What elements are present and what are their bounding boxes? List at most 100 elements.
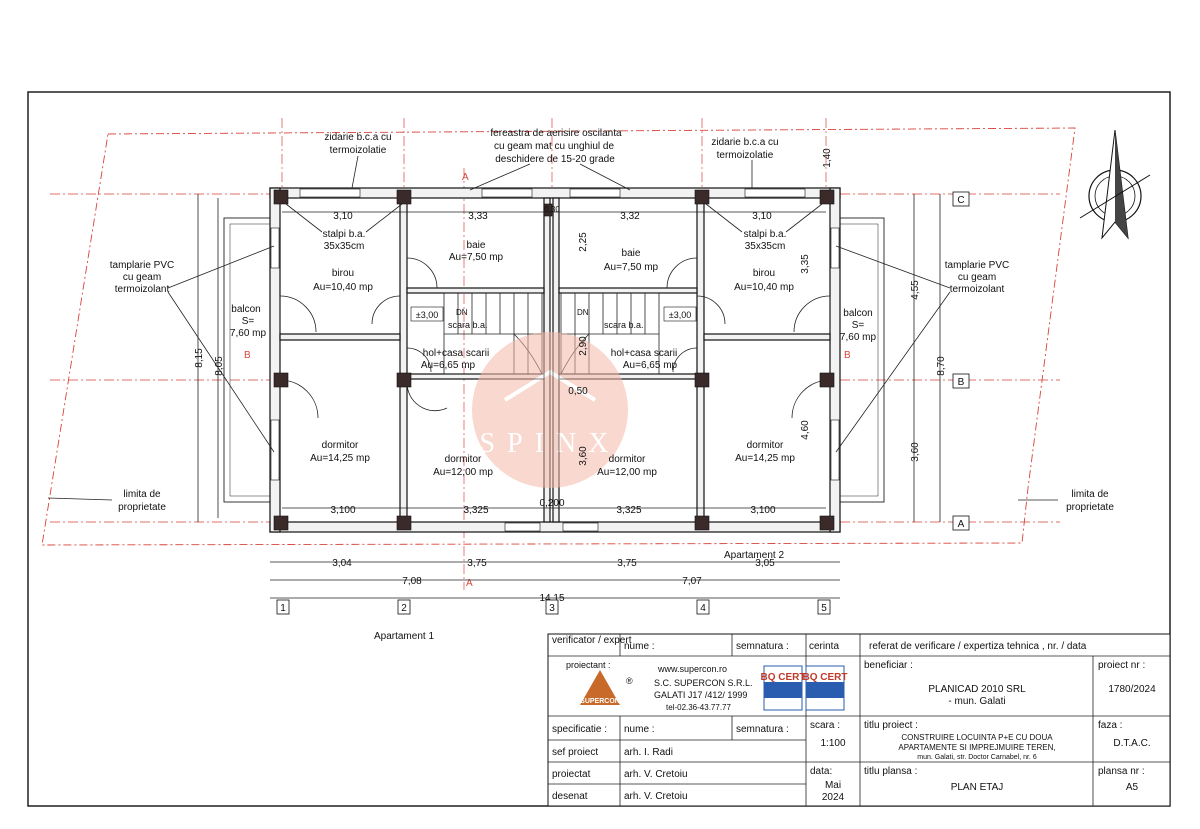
section-a-bottom: A [466,578,473,589]
tb-verificator: verificator / expert [552,635,632,646]
balcony-right-s: S= [852,320,865,331]
columns-note-left-2: 35x35cm [324,241,365,252]
axis-number-markers: 1 2 3 4 5 [276,599,831,615]
room-dormitor-cr-name: dormitor [609,454,646,465]
bq-cert-1-text: BQ CERT [761,672,806,683]
dim-left-outer: 8,15 [194,348,205,368]
registered-mark: ® [626,676,633,686]
room-hol-right-name: hol+casa scarii [611,348,677,359]
north-arrow-icon [1079,129,1151,240]
tb-nume-2: nume : [624,724,655,735]
section-a-top: A [462,172,469,183]
stair-left-label: scara b.a. [448,320,488,330]
axis-5: 5 [821,603,827,614]
axis-4: 4 [700,603,706,614]
dim-bottom-1: 3,100 [330,505,355,516]
tb-titlu-plansa-label: titlu plansa : [864,766,917,777]
tb-scara-label: scara : [810,720,840,731]
balcony-left-inner [229,223,275,497]
room-dormitor-right-name: dormitor [747,440,784,451]
dim-inner-5: 3,35 [800,254,811,274]
room-birou-left-name: birou [332,268,354,279]
axis-c: C [957,195,964,206]
dn-right: DN [577,308,589,317]
dim-bottom-4: 3,325 [616,505,641,516]
room-dormitor-right-area: Au=14,25 mp [735,453,795,464]
axis-a: A [958,519,965,530]
bq-cert-badge-1: BQ CERT [761,665,806,711]
columns-note-left-1: stalpi b.a. [323,229,366,240]
columns-note-right-2: 35x35cm [745,241,786,252]
tb-titlu-proiect-1: CONSTRUIRE LOCUINTA P+E CU DOUA [901,733,1053,742]
axis-2: 2 [401,603,407,614]
dim-bottom-3: 0,200 [539,498,564,509]
tb-beneficiar: PLANICAD 2010 SRL [928,684,1026,695]
bq-cert-2-text: BQ CERT [803,672,848,683]
tb-data-year: 2024 [822,792,845,803]
room-baie-right-name: baie [622,248,641,259]
tb-specificatie: specificatie : [552,724,607,735]
dim-inner-2: 2,90 [578,336,589,356]
limit-note-left-2: proprietate [118,502,166,513]
wall-note-left-2: termoizolatie [330,145,387,156]
section-b-right: B [844,350,851,361]
supercon-logo-icon: SUPERCON ® [580,670,633,705]
dim-right-upper: 4,55 [910,280,921,300]
tb-beneficiar-label: beneficiar : [864,660,913,671]
tb-data-label: data: [810,766,832,777]
vent-note-3: deschidere de 15-20 grade [495,154,615,165]
section-b-left: B [244,350,251,361]
pvc-note-right-1: tamplarie PVC [945,260,1009,271]
room-baie-right-area: Au=7,50 mp [604,262,659,273]
dim-right-lower: 3,60 [910,442,921,462]
tb-cerinta: cerinta [809,641,839,652]
tb-sef-proiect: sef proiect [552,747,598,758]
apartment-1-label: Apartament 1 [374,631,434,642]
room-birou-right-area: Au=10,40 mp [734,282,794,293]
dim-inner-6: 4,60 [800,420,811,440]
dim-row2-1: 7,08 [402,576,422,587]
supercon-logo-text: SUPERCON [580,698,620,705]
tb-titlu-proiect-2: APARTAMENTE SI IMPREJMUIRE TEREN, [898,743,1055,752]
dim-row1-1: 3,04 [332,558,352,569]
apartment-2-label: Apartament 2 [724,550,784,561]
property-boundary [41,127,1076,546]
wall-note-right-2: termoizolatie [717,150,774,161]
limit-note-left-1: limita de [123,489,161,500]
columns-note-right-1: stalpi b.a. [744,229,787,240]
tb-proiect-nr: 1780/2024 [1108,684,1156,695]
room-hol-left-name: hol+casa scarii [423,348,489,359]
room-hol-right-area: Au=6,65 mp [623,360,678,371]
vent-note-1: fereastra de aerisire oscilanta [490,128,622,139]
pvc-note-left-2: cu geam [123,272,161,283]
pvc-note-left-1: tamplarie PVC [110,260,174,271]
tb-company: S.C. SUPERCON S.R.L. [654,678,753,688]
pvc-note-left-3: termoizolant [115,284,170,295]
axis-3: 3 [549,603,555,614]
tb-titlu-proiect-label: titlu proiect : [864,720,918,731]
dim-top-5: 3,10 [752,211,772,222]
dim-total: 14,15 [539,593,564,604]
room-hol-left-area: Au=6,65 mp [421,360,476,371]
tb-data-month: Mai [825,780,841,791]
structural-columns [273,189,835,531]
dim-inner-7: 1,40 [822,148,833,168]
room-baie-left-area: Au=7,50 mp [449,252,504,263]
level-right: ±3,00 [669,310,691,320]
room-dormitor-left-name: dormitor [322,440,359,451]
room-labels: birou Au=10,40 mp baie Au=7,50 mp baie A… [230,240,877,478]
section-markers: A A B B [244,172,851,589]
tb-semnatura-2: semnatura : [736,724,789,735]
dim-inner-4: 0,50 [568,386,588,397]
dim-row1-4: 3,05 [755,558,775,569]
tb-desenat: desenat [552,791,588,802]
dim-top-4: 3,32 [620,211,640,222]
level-left: ±3,00 [416,310,438,320]
axis-b: B [958,377,965,388]
room-dormitor-left-area: Au=14,25 mp [310,453,370,464]
tb-beneficiar-city: - mun. Galati [948,696,1005,707]
room-dormitor-cl-area: Au=12,00 mp [433,467,493,478]
tb-plansa-nr: A5 [1126,782,1139,793]
balcony-left-area: 7,60 mp [230,328,267,339]
